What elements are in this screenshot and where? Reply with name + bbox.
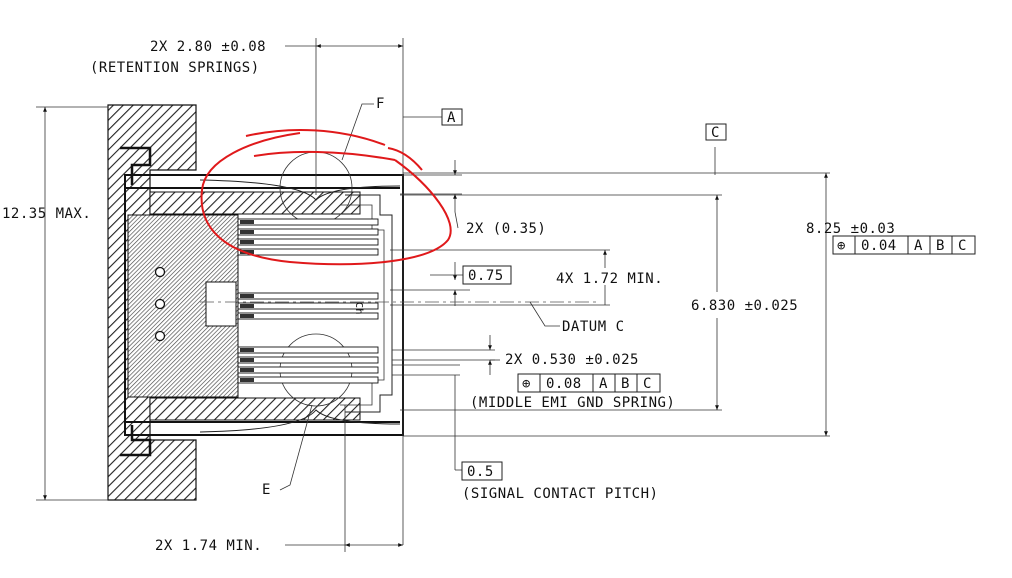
contact-pins xyxy=(237,218,379,384)
contact-pin xyxy=(237,228,379,236)
datum-a-label: A xyxy=(447,110,456,126)
contact-pin xyxy=(237,248,379,256)
contact-pin xyxy=(237,356,379,364)
note-signal-pitch: (SIGNAL CONTACT PITCH) xyxy=(462,486,658,502)
dim-height-max: 12.35 MAX. xyxy=(2,206,91,222)
fcf-825: ⊕ 0.04 A B C xyxy=(832,235,976,255)
fcf-0530: ⊕ 0.08 A B C xyxy=(517,373,661,393)
dim-6830: 6.830 ±0.025 xyxy=(691,298,798,314)
dim-retention-springs: 2X 2.80 ±0.08 xyxy=(150,39,266,55)
fcf-825-tolerance: 0.04 xyxy=(861,238,897,254)
fcf-825-datum-b: B xyxy=(936,238,945,254)
label-f: F xyxy=(376,96,385,112)
contact-pin-tail xyxy=(240,240,254,244)
fcf-825-datum-c: C xyxy=(958,238,967,254)
label-e: E xyxy=(262,482,271,498)
contact-mark: Ch xyxy=(353,302,364,315)
fcf-0530-datum-a: A xyxy=(599,376,608,392)
note-middle-emi: (MIDDLE EMI GND SPRING) xyxy=(470,395,675,411)
contact-pin-tail xyxy=(240,220,254,224)
dim-174: 2X 1.74 MIN. xyxy=(155,538,262,554)
note-retention-springs: (RETENTION SPRINGS) xyxy=(90,60,260,76)
fcf-0530-datum-b: B xyxy=(621,376,630,392)
dim-825: 8.25 ±0.03 xyxy=(806,221,895,237)
contact-pin xyxy=(237,218,379,226)
position-symbol-icon: ⊕ xyxy=(837,238,846,254)
contact-pin xyxy=(237,312,379,320)
dim-172: 4X 1.72 MIN. xyxy=(556,271,663,287)
contact-pin-tail xyxy=(240,368,254,372)
contact-pin-tail xyxy=(240,230,254,234)
contact-pin xyxy=(237,346,379,354)
dimension-lines xyxy=(36,38,830,552)
datum-c-box-label: C xyxy=(711,125,720,141)
fcf-0530-datum-c: C xyxy=(643,376,652,392)
box-05-label: 0.5 xyxy=(467,464,494,480)
contact-pin xyxy=(237,292,379,300)
contact-pin xyxy=(237,302,379,310)
contact-pin-tail xyxy=(240,314,254,318)
dim-035: 2X (0.35) xyxy=(466,221,546,237)
contact-pin-tail xyxy=(240,358,254,362)
fcf-0530-tolerance: 0.08 xyxy=(546,376,582,392)
contact-pin-tail xyxy=(240,348,254,352)
contact-pin xyxy=(237,376,379,384)
contact-pin-tail xyxy=(240,378,254,382)
dim-0530: 2X 0.530 ±0.025 xyxy=(505,352,639,368)
contact-pin-tail xyxy=(240,294,254,298)
box-075-label: 0.75 xyxy=(468,268,504,284)
datum-c-label: DATUM C xyxy=(562,319,625,335)
fcf-825-datum-a: A xyxy=(914,238,923,254)
contact-pin xyxy=(237,366,379,374)
contact-pin-tail xyxy=(240,304,254,308)
red-markup-circle xyxy=(200,128,452,266)
contact-pin xyxy=(237,238,379,246)
position-symbol-icon: ⊕ xyxy=(522,376,531,392)
